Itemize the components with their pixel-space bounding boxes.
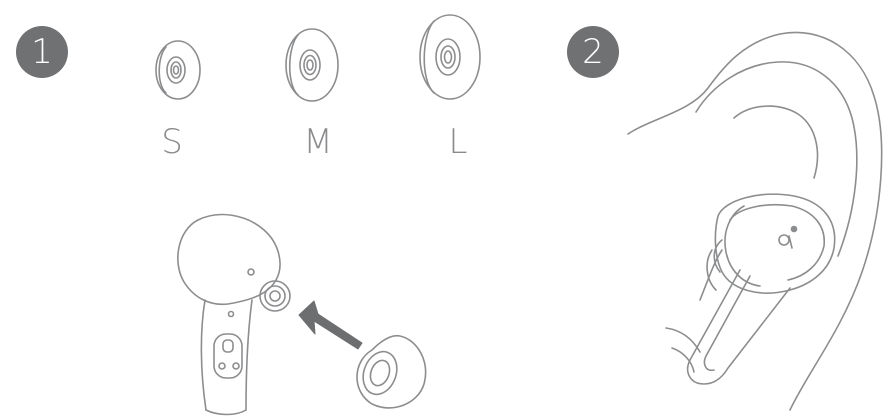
ear-icon — [628, 32, 882, 410]
insert-arrow-icon — [299, 301, 362, 349]
ear-tip-large-icon — [420, 15, 480, 99]
earbud-icon — [178, 215, 290, 415]
ear-tip-medium-icon — [286, 29, 338, 101]
earbud-in-ear-icon — [688, 194, 835, 384]
ear-tip-small-icon — [156, 41, 200, 99]
ear-tip-icon — [357, 336, 426, 408]
